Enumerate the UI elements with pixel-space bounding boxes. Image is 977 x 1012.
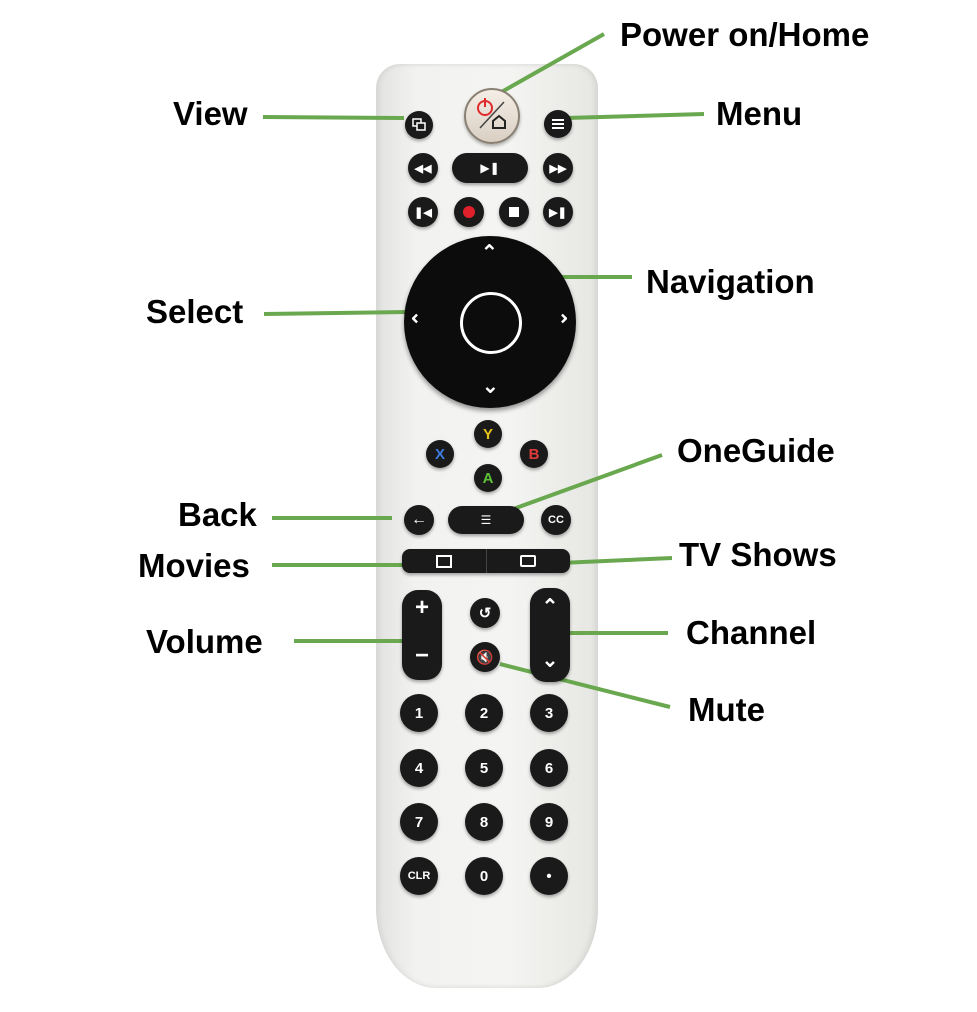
volume-rocker: + − (402, 590, 442, 680)
a-button[interactable]: A (474, 464, 502, 492)
previous-button[interactable]: ❚◀ (408, 197, 438, 227)
label-back: Back (178, 496, 257, 533)
undo-icon: ↺ (478, 605, 492, 622)
y-button[interactable]: Y (474, 420, 502, 448)
rewind-button[interactable]: ◀◀ (408, 153, 438, 183)
skip-forward-icon: ▶❚ (549, 206, 567, 219)
record-button[interactable] (454, 197, 484, 227)
movies-icon (435, 554, 452, 568)
label-channel: Channel (686, 614, 817, 651)
key-2[interactable]: 2 (465, 694, 503, 732)
cc-button[interactable]: CC (541, 505, 571, 535)
label-oneguide: OneGuide (677, 432, 835, 469)
volume-down-button[interactable]: − (414, 642, 429, 669)
movies-tv-bar (402, 549, 570, 573)
key-3[interactable]: 3 (530, 694, 568, 732)
channel-up-button[interactable]: ⌃ (541, 596, 559, 618)
menu-icon (552, 119, 564, 129)
view-icon (412, 118, 426, 131)
label-view: View (173, 95, 248, 132)
key-9[interactable]: 9 (530, 803, 568, 841)
power-home-button[interactable] (464, 88, 520, 144)
play-pause-button[interactable]: ▶❚ (452, 153, 528, 183)
key-1[interactable]: 1 (400, 694, 438, 732)
key-5[interactable]: 5 (465, 749, 503, 787)
stop-button[interactable] (499, 197, 529, 227)
rewind-icon: ◀◀ (414, 162, 432, 175)
key-0[interactable]: 0 (465, 857, 503, 895)
nav-left-button[interactable]: ⌃ (409, 310, 432, 327)
oneguide-button[interactable]: ☰ (448, 506, 524, 534)
view-button[interactable] (405, 111, 433, 139)
key-7[interactable]: 7 (400, 803, 438, 841)
fast-forward-icon: ▶▶ (549, 162, 567, 175)
channel-down-button[interactable]: ⌃ (541, 647, 559, 669)
key-4[interactable]: 4 (400, 749, 438, 787)
label-power-home: Power on/Home (620, 16, 870, 53)
label-movies: Movies (138, 547, 250, 584)
record-icon (463, 206, 475, 218)
b-button[interactable]: B (520, 440, 548, 468)
label-mute: Mute (688, 691, 765, 728)
back-arrow-icon: ← (411, 511, 427, 528)
select-button[interactable] (460, 292, 522, 354)
key-clr[interactable]: CLR (400, 857, 438, 895)
nav-down-button[interactable]: ⌃ (482, 373, 499, 395)
label-select: Select (146, 293, 244, 330)
power-icon (477, 98, 506, 129)
channel-rocker: ⌃ ⌃ (530, 588, 570, 682)
tv-icon (520, 555, 537, 567)
volume-up-button[interactable]: + (414, 594, 429, 621)
play-pause-icon: ▶❚ (480, 161, 500, 175)
tv-shows-button[interactable] (487, 549, 571, 573)
movies-button[interactable] (402, 549, 487, 573)
key-8[interactable]: 8 (465, 803, 503, 841)
nav-right-button[interactable]: ⌃ (546, 310, 569, 327)
label-volume: Volume (146, 623, 263, 660)
key-dot[interactable]: • (530, 857, 568, 895)
label-tv-shows: TV Shows (679, 536, 837, 573)
x-button[interactable]: X (426, 440, 454, 468)
back-button[interactable]: ← (404, 505, 434, 535)
label-menu: Menu (716, 95, 803, 132)
key-6[interactable]: 6 (530, 749, 568, 787)
label-navigation: Navigation (646, 263, 815, 300)
mute-button[interactable]: 🔇 (470, 642, 500, 672)
nav-up-button[interactable]: ⌃ (481, 242, 498, 264)
next-button[interactable]: ▶❚ (543, 197, 573, 227)
guide-icon: ☰ (480, 513, 492, 527)
mute-icon: 🔇 (476, 648, 494, 665)
fast-forward-button[interactable]: ▶▶ (543, 153, 573, 183)
last-channel-button[interactable]: ↺ (470, 598, 500, 628)
skip-back-icon: ❚◀ (414, 206, 432, 219)
navigation-pad: ⌃ ⌃ ⌃ ⌃ (404, 236, 576, 408)
menu-button[interactable] (544, 110, 572, 138)
stop-icon (509, 207, 519, 217)
